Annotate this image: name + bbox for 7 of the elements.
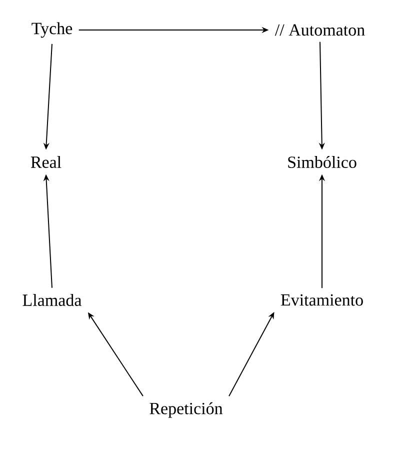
term-label: Simbólico xyxy=(288,156,356,168)
term-label: Evitamiento xyxy=(280,294,363,306)
term-label: Real xyxy=(30,156,62,168)
term-label: Llamada xyxy=(22,294,82,306)
term-label: Tyche xyxy=(32,22,72,38)
term-label: // Automaton xyxy=(274,24,365,36)
term-label: Repetición xyxy=(150,402,223,418)
